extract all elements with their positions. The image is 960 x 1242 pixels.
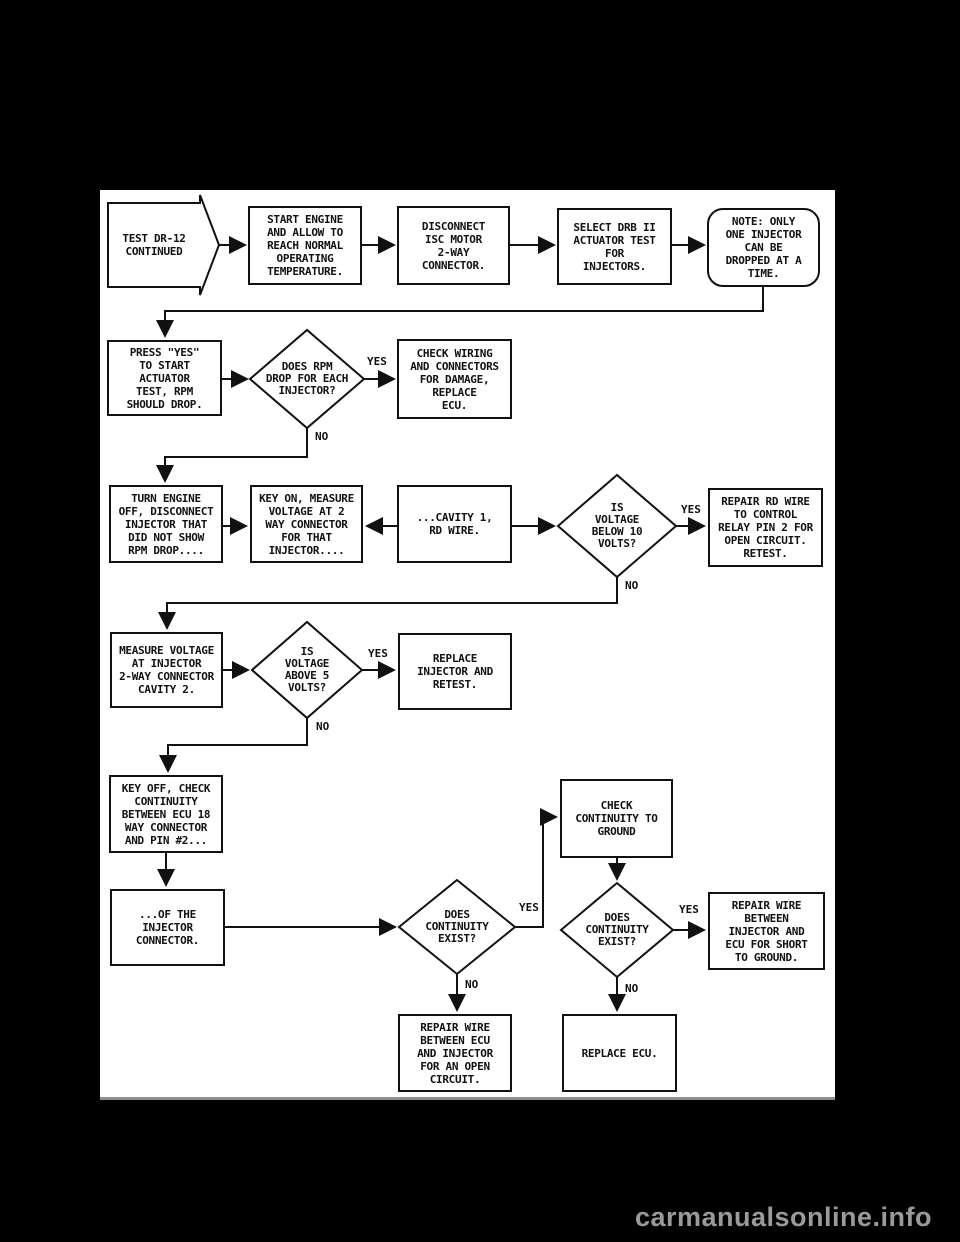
node-check-wiring: CHECK WIRING AND CONNECTORS FOR DAMAGE, … <box>397 339 512 419</box>
yes-label: YES <box>368 647 388 660</box>
node-note: NOTE: ONLY ONE INJECTOR CAN BE DROPPED A… <box>707 208 820 287</box>
node-repair-open: REPAIR WIRE BETWEEN ECU AND INJECTOR FOR… <box>398 1014 512 1092</box>
connector-below10-no <box>158 577 618 630</box>
node-test-dr12-continued: TEST DR-12 CONTINUED <box>122 232 186 258</box>
node-select-drb: SELECT DRB II ACTUATOR TEST FOR INJECTOR… <box>557 208 672 285</box>
yes-label: YES <box>519 901 539 914</box>
yes-label: YES <box>367 355 387 368</box>
node-key-off-check: KEY OFF, CHECK CONTINUITY BETWEEN ECU 18… <box>109 775 223 853</box>
node-key-on-measure: KEY ON, MEASURE VOLTAGE AT 2 WAY CONNECT… <box>250 485 363 563</box>
node-turn-engine-off: TURN ENGINE OFF, DISCONNECT INJECTOR THA… <box>109 485 223 563</box>
no-label: NO <box>315 430 329 443</box>
no-label: NO <box>625 982 639 995</box>
no-label: NO <box>316 720 330 733</box>
node-press-yes: PRESS "YES" TO START ACTUATOR TEST, RPM … <box>107 340 222 416</box>
node-check-ground: CHECK CONTINUITY TO GROUND <box>560 779 673 858</box>
yes-label: YES <box>679 903 699 916</box>
node-of-the-injector: ...OF THE INJECTOR CONNECTOR. <box>110 889 225 966</box>
node-repair-rd-wire: REPAIR RD WIRE TO CONTROL RELAY PIN 2 FO… <box>708 488 823 567</box>
connector-rpm-no <box>156 428 308 483</box>
node-cavity1: ...CAVITY 1, RD WIRE. <box>397 485 512 563</box>
watermark-text: carmanualsonline.info <box>634 1202 932 1232</box>
connector-above5-no <box>159 718 308 773</box>
node-continuity1-decision: DOES CONTINUITY EXIST? <box>425 908 489 945</box>
no-label: NO <box>625 579 639 592</box>
connector-note-pressyes <box>156 287 764 338</box>
connector-continuity1-yes <box>515 808 558 928</box>
node-above5-decision: IS VOLTAGE ABOVE 5 VOLTS? <box>284 645 330 694</box>
flowchart-connectors <box>107 194 764 1012</box>
node-below10-decision: IS VOLTAGE BELOW 10 VOLTS? <box>591 501 643 550</box>
node-rpm-decision: DOES RPM DROP FOR EACH INJECTOR? <box>265 360 349 397</box>
node-start-engine: START ENGINE AND ALLOW TO REACH NORMAL O… <box>248 206 362 285</box>
node-repair-short: REPAIR WIRE BETWEEN INJECTOR AND ECU FOR… <box>708 892 825 970</box>
continued-arrow-shape <box>107 194 221 296</box>
node-continuity2-decision: DOES CONTINUITY EXIST? <box>585 911 649 948</box>
yes-label: YES <box>681 503 701 516</box>
node-replace-injector: REPLACE INJECTOR AND RETEST. <box>398 633 512 710</box>
flowchart-paper: TEST DR-12 CONTINUED START ENGINE AND AL… <box>100 190 835 1097</box>
node-measure-voltage: MEASURE VOLTAGE AT INJECTOR 2-WAY CONNEC… <box>110 632 223 708</box>
no-label: NO <box>465 978 479 991</box>
node-replace-ecu: REPLACE ECU. <box>562 1014 677 1092</box>
node-disconnect-isc: DISCONNECT ISC MOTOR 2-WAY CONNECTOR. <box>397 206 510 285</box>
